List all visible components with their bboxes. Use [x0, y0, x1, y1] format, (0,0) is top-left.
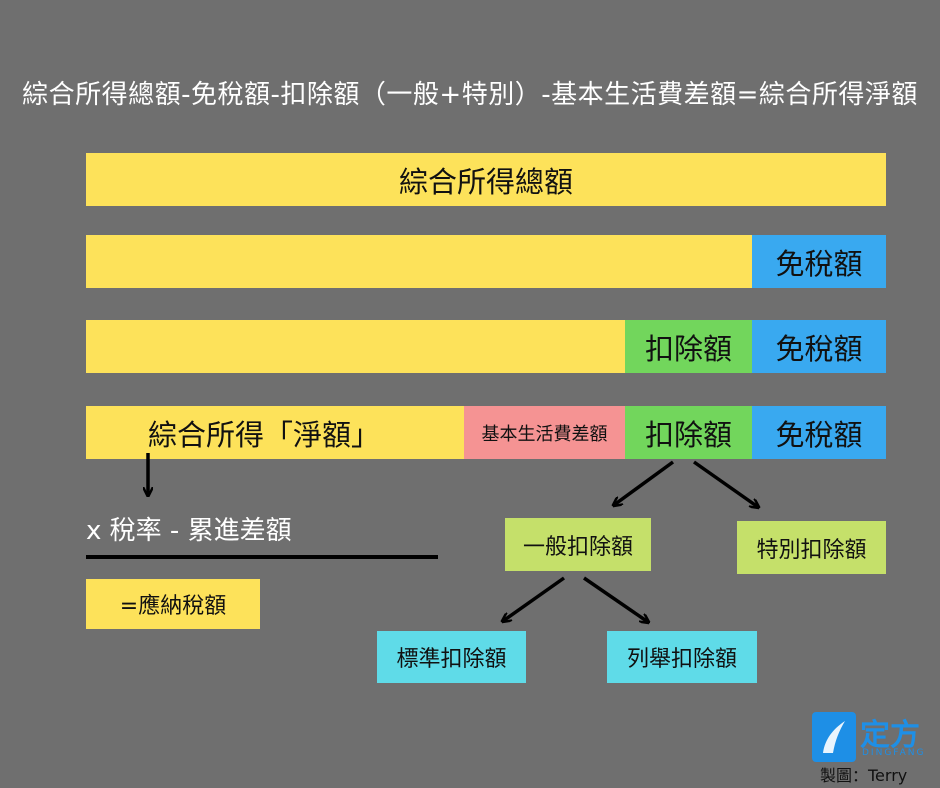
general-deduction-box: 一般扣除額 [505, 518, 651, 571]
remaining-bar-row2 [86, 235, 752, 288]
basic-living-difference-block: 基本生活費差額 [464, 406, 625, 459]
arrow-deduction-to-special [692, 460, 758, 507]
net-income-block: 綜合所得「淨額」 [86, 406, 464, 459]
brand-logo-icon [812, 712, 856, 762]
special-deduction-box: 特別扣除額 [737, 521, 886, 574]
arrow-general-to-standard [503, 576, 566, 621]
exemption-block-row4: 免稅額 [752, 406, 886, 459]
formula-title: 綜合所得總額-免稅額-扣除額（一般+特別）-基本生活費差額=綜合所得淨額 [22, 80, 918, 110]
tax-rate-line: x 稅率 - 累進差額 [86, 516, 292, 546]
itemized-deduction-box: 列舉扣除額 [607, 631, 757, 683]
remaining-bar-row3 [86, 320, 625, 373]
credit-text: 製圖：Terry [820, 766, 908, 785]
brand-name-en: DINGFANG [862, 748, 926, 758]
deduction-block-row4: 扣除額 [625, 406, 752, 459]
deduction-block-row3: 扣除額 [625, 320, 752, 373]
exemption-block-row2: 免稅額 [752, 235, 886, 288]
arrow-deduction-to-general [614, 460, 675, 505]
gross-income-bar: 綜合所得總額 [86, 153, 886, 206]
tax-payable-box: =應納稅額 [86, 579, 260, 629]
calc-divider [86, 555, 438, 559]
brand-name-cn: 定方 [860, 718, 920, 753]
arrow-general-to-itemized [583, 576, 648, 622]
standard-deduction-box: 標準扣除額 [377, 631, 526, 683]
exemption-block-row3: 免稅額 [752, 320, 886, 373]
